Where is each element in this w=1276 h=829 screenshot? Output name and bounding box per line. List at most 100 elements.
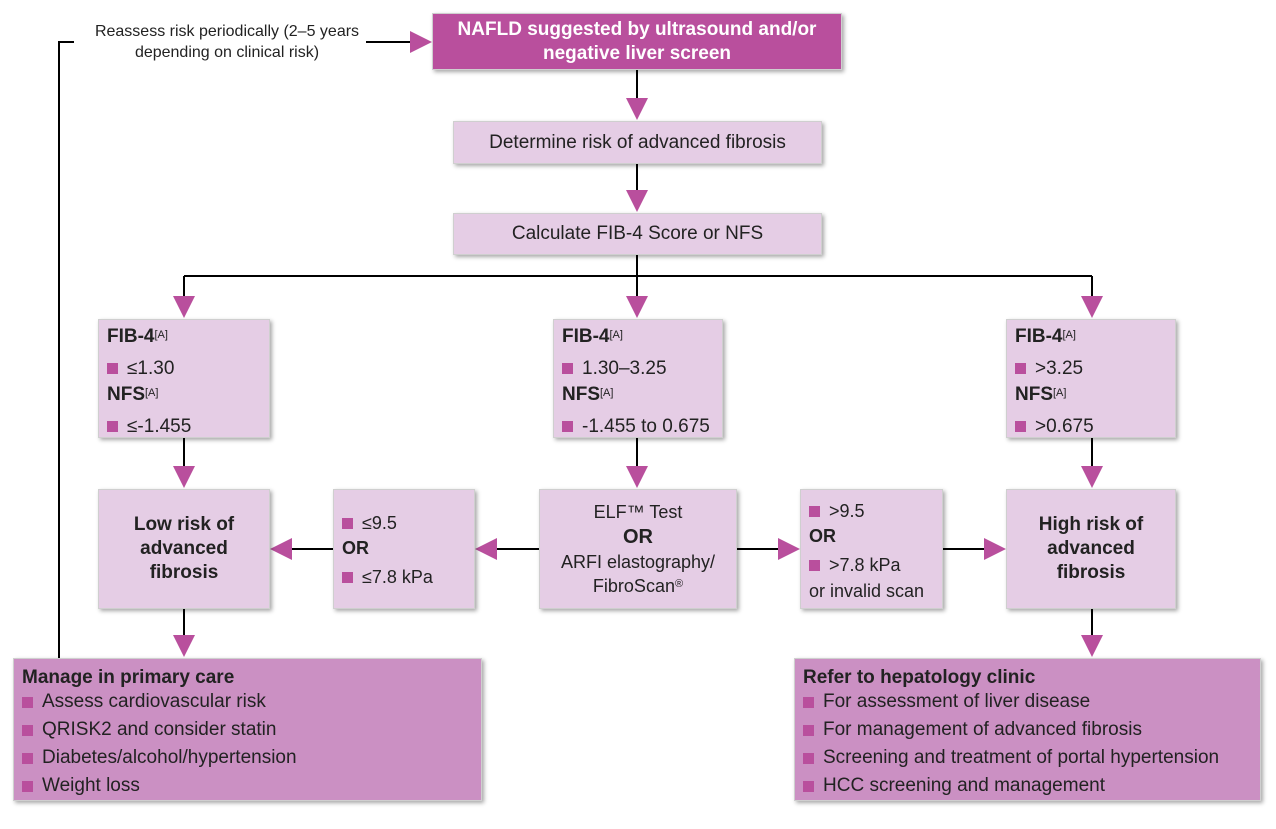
bullet-icon — [342, 517, 353, 529]
low-nfs-value: ≤-1.455 — [127, 415, 192, 437]
high-criteria-or: OR — [809, 526, 836, 546]
bullet-icon — [22, 780, 33, 792]
low-risk-line2: advanced — [140, 538, 228, 559]
list-item: For assessment of liver disease — [803, 688, 1260, 716]
high-risk-line1: High risk of — [1038, 514, 1144, 535]
low-risk-line1: Low risk of — [133, 514, 235, 535]
mid-nfs-ref: [A] — [600, 387, 614, 399]
bullet-icon — [22, 724, 33, 736]
bullet-icon — [107, 421, 118, 432]
bullet-icon — [22, 696, 33, 708]
calculate-label: Calculate FIB-4 Score or NFS — [511, 223, 764, 244]
start-line1: NAFLD suggested by ultrasound and/or — [457, 18, 817, 40]
bullet-icon — [562, 363, 573, 374]
low-criteria-v1: ≤9.5 — [362, 513, 397, 533]
arrowhead-determine-calculate — [626, 190, 648, 212]
arrowhead-lowscore-lowrisk — [173, 466, 195, 488]
high-scores-box: FIB-4[A] >3.25 NFS[A] >0.675 — [1006, 319, 1176, 438]
arrowhead-highcriteria-highrisk — [984, 538, 1006, 560]
low-fib4-ref: [A] — [154, 329, 168, 341]
arrowhead-elf-highcriteria — [778, 538, 800, 560]
arrowhead-branch-left — [173, 296, 195, 318]
bullet-icon — [107, 363, 118, 374]
list-item: QRISK2 and consider statin — [22, 716, 481, 744]
mid-nfs-label: NFS — [562, 384, 600, 405]
arrowhead-lowcriteria-lowrisk — [270, 538, 292, 560]
arrowhead-branch-mid — [626, 296, 648, 318]
list-item: Screening and treatment of portal hypert… — [803, 744, 1260, 772]
start-box: NAFLD suggested by ultrasound and/or neg… — [432, 13, 842, 70]
arrowhead-start-determine — [626, 98, 648, 120]
elf-line3: ARFI elastography/ — [560, 552, 716, 572]
bullet-icon — [342, 571, 353, 583]
connector-feedback-loop — [58, 41, 74, 659]
refer-item-4: HCC screening and management — [823, 775, 1105, 796]
elf-registered-mark: ® — [674, 578, 684, 590]
bullet-icon — [803, 780, 814, 792]
low-nfs-label: NFS — [107, 384, 145, 405]
low-scores-box: FIB-4[A] ≤1.30 NFS[A] ≤-1.455 — [98, 319, 270, 438]
high-risk-line3: fibrosis — [1056, 562, 1126, 583]
list-item: Weight loss — [22, 772, 481, 800]
refer-item-1: For assessment of liver disease — [823, 691, 1091, 712]
low-criteria-box: ≤9.5 OR ≤7.8 kPa — [333, 489, 475, 609]
manage-item-3: Diabetes/alcohol/hypertension — [42, 747, 297, 768]
bullet-icon — [809, 559, 820, 571]
low-fib4-value: ≤1.30 — [127, 357, 175, 379]
high-fib4-label: FIB-4 — [1015, 326, 1063, 347]
low-risk-box: Low risk of advanced fibrosis — [98, 489, 270, 609]
low-nfs-ref: [A] — [145, 387, 159, 399]
bullet-icon — [562, 421, 573, 432]
mid-fib4-ref: [A] — [609, 329, 623, 341]
arrowhead-lowrisk-manage — [173, 635, 195, 657]
bullet-icon — [803, 752, 814, 764]
determine-label: Determine risk of advanced fibrosis — [489, 131, 786, 153]
start-line2: negative liver screen — [543, 42, 731, 64]
bullet-icon — [803, 696, 814, 708]
high-risk-box: High risk of advanced fibrosis — [1006, 489, 1176, 609]
low-risk-line3: fibrosis — [149, 562, 219, 583]
calculate-box: Calculate FIB-4 Score or NFS — [453, 213, 822, 255]
reassess-note-line2: depending on clinical risk) — [134, 44, 320, 61]
list-item: Assess cardiovascular risk — [22, 688, 481, 716]
refer-item-3: Screening and treatment of portal hypert… — [823, 747, 1220, 768]
arrowhead-midscore-elf — [626, 466, 648, 488]
list-item: For management of advanced fibrosis — [803, 716, 1260, 744]
manage-item-1: Assess cardiovascular risk — [42, 691, 266, 712]
arrowhead-highrisk-refer — [1081, 635, 1103, 657]
reassess-note-line1: Reassess risk periodically (2–5 years — [94, 23, 360, 40]
high-nfs-label: NFS — [1015, 384, 1053, 405]
elf-test-box: ELF™ Test OR ARFI elastography/ FibroSca… — [539, 489, 737, 609]
high-criteria-box: >9.5 OR >7.8 kPa or invalid scan — [800, 489, 943, 609]
refer-hepatology-box: Refer to hepatology clinic For assessmen… — [794, 658, 1261, 801]
low-criteria-or: OR — [342, 538, 369, 558]
arrowhead-highscore-highrisk — [1081, 466, 1103, 488]
elf-or: OR — [623, 526, 653, 548]
refer-title: Refer to hepatology clinic — [803, 667, 1036, 688]
high-risk-line2: advanced — [1047, 538, 1135, 559]
determine-box: Determine risk of advanced fibrosis — [453, 121, 822, 164]
high-nfs-value: >0.675 — [1035, 415, 1094, 437]
list-item: Diabetes/alcohol/hypertension — [22, 744, 481, 772]
low-criteria-v2: ≤7.8 kPa — [362, 567, 433, 587]
arrowhead-feedback — [410, 31, 432, 53]
high-criteria-v3: or invalid scan — [809, 581, 925, 601]
manage-item-2: QRISK2 and consider statin — [42, 719, 277, 740]
high-fib4-value: >3.25 — [1035, 357, 1084, 379]
high-criteria-v1: >9.5 — [829, 501, 865, 521]
manage-item-4: Weight loss — [42, 775, 140, 796]
reassess-note: Reassess risk periodically (2–5 years de… — [76, 21, 378, 63]
bullet-icon — [22, 752, 33, 764]
list-item: HCC screening and management — [803, 772, 1260, 800]
bullet-icon — [1015, 363, 1026, 374]
mid-fib4-value: 1.30–3.25 — [582, 357, 667, 379]
low-fib4-label: FIB-4 — [107, 326, 155, 347]
refer-item-2: For management of advanced fibrosis — [823, 719, 1142, 740]
bullet-icon — [1015, 421, 1026, 432]
high-criteria-v2: >7.8 kPa — [829, 555, 901, 575]
manage-title: Manage in primary care — [22, 667, 235, 688]
arrowhead-elf-lowcriteria — [475, 538, 497, 560]
bullet-icon — [809, 505, 820, 517]
mid-fib4-label: FIB-4 — [562, 326, 610, 347]
